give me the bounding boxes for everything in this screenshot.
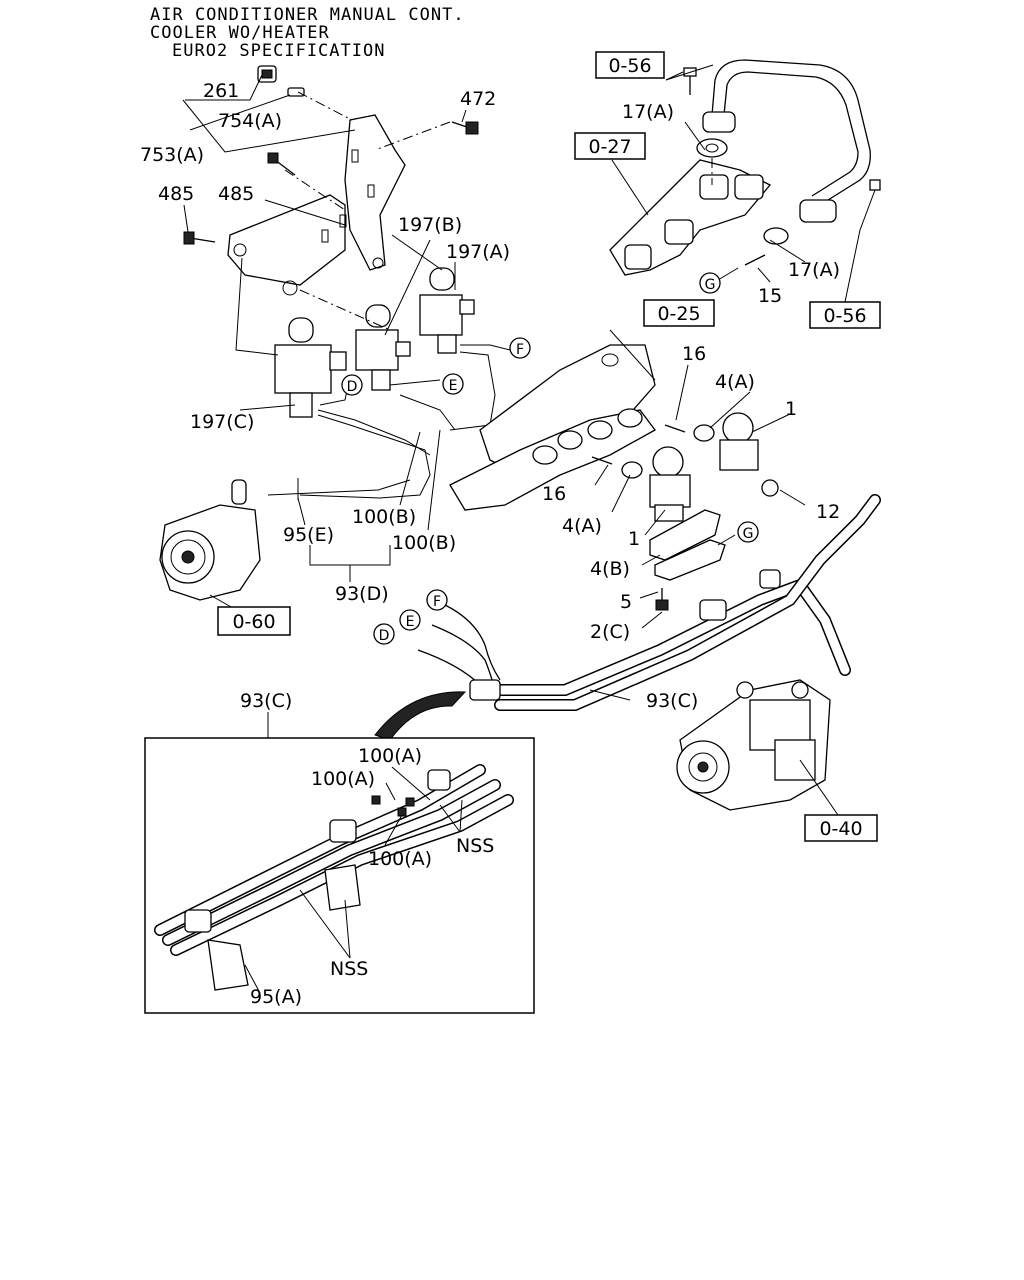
label-17a-top: 17(A) [622,101,674,123]
bolt-0-56-right [869,179,881,191]
egr-valve-upper [719,412,779,497]
hose-bundle-93c [417,494,881,711]
label-4b: 4(B) [590,558,630,580]
label-4a-upper: 4(A) [715,371,755,393]
label-100a-left: 100(A) [311,768,375,790]
label-485-right: 485 [218,183,254,205]
vacuum-hoses [267,344,511,531]
intake-manifold [449,344,656,511]
gasket-17a-side [763,227,789,245]
ref-0-40: 0-40 [819,818,862,840]
ref-0-56-right: 0-56 [823,305,866,327]
label-2c: 2(C) [590,621,630,643]
label-93c-bundle: 93(C) [646,690,698,712]
bracket-assembly [227,114,406,296]
ref-0-56-top: 0-56 [608,55,651,77]
exhaust-manifold [609,159,772,276]
label-16-upper: 16 [682,343,706,365]
injection-pump [676,679,831,811]
ref-box-0-56-right [809,301,881,329]
connector-e-bundle: E [406,614,415,630]
label-197b: 197(B) [398,214,462,236]
header-line-2: COOLER WO/HEATER [150,23,330,43]
egr-pipe [702,59,871,223]
connector-d-valve: D [347,379,358,395]
label-753a: 753(A) [140,144,204,166]
connector-d-bundle: D [379,628,390,644]
connector-f-valve: F [516,342,524,358]
header-line-3: EURO2 SPECIFICATION [172,41,385,61]
ref-box-0-60 [217,606,291,636]
solenoid-valve-197b [355,304,411,391]
label-17a-side: 17(A) [788,259,840,281]
alternator [159,479,261,613]
label-754a: 754(A) [218,110,282,132]
ref-0-25: 0-25 [657,303,700,325]
label-15: 15 [758,285,782,307]
label-1-upper: 1 [785,398,797,420]
ref-0-27: 0-27 [588,136,631,158]
label-261: 261 [203,80,239,102]
ref-box-0-27 [574,132,646,160]
label-100b-lower: 100(B) [392,532,456,554]
label-95a: 95(A) [250,986,302,1008]
ref-box-0-56-top [595,51,665,79]
header-line-1: AIR CONDITIONER MANUAL CONT. [150,5,465,25]
label-95e: 95(E) [283,524,334,546]
label-12: 12 [816,501,840,523]
egr-valve-lower [649,446,691,522]
label-100b-upper: 100(B) [352,506,416,528]
label-197c: 197(C) [190,411,254,433]
ref-0-60: 0-60 [232,611,275,633]
label-100a-top: 100(A) [358,745,422,767]
label-472: 472 [460,88,496,110]
label-100a-bottom: 100(A) [368,848,432,870]
label-16-lower: 16 [542,483,566,505]
label-93c-inset: 93(C) [240,690,292,712]
egr-bracket-4b [649,509,726,581]
label-5: 5 [620,591,632,613]
label-197a: 197(A) [446,241,510,263]
detail-inset [144,691,535,1014]
label-93d: 93(D) [335,583,389,605]
stud-16-upper [664,424,686,433]
connector-g-top: G [705,277,716,293]
label-4a-lower: 4(A) [562,515,602,537]
ref-box-0-25 [643,299,715,327]
label-1-lower: 1 [628,528,640,550]
stud-16-lower [591,456,613,465]
connector-g-bracket: G [743,526,754,542]
label-nss-top: NSS [456,835,494,857]
bolt-472 [451,121,479,135]
stud-15 [744,254,766,266]
bolt-754 [287,87,305,97]
gasket-17a-top [696,138,728,158]
nut-261 [257,65,277,83]
gasket-4a-lower [621,461,643,479]
label-nss-bottom: NSS [330,958,368,980]
ref-box-0-40 [804,814,878,842]
solenoid-valve-197c [274,317,347,418]
bolt-485-right [267,152,296,176]
label-485-left: 485 [158,183,194,205]
solenoid-valve-197a [419,267,475,354]
gasket-4a-upper [693,424,715,442]
connector-e-valve: E [449,378,458,394]
connector-f-bundle: F [433,594,441,610]
bolt-5 [655,588,669,611]
bolt-485-left [183,231,216,245]
